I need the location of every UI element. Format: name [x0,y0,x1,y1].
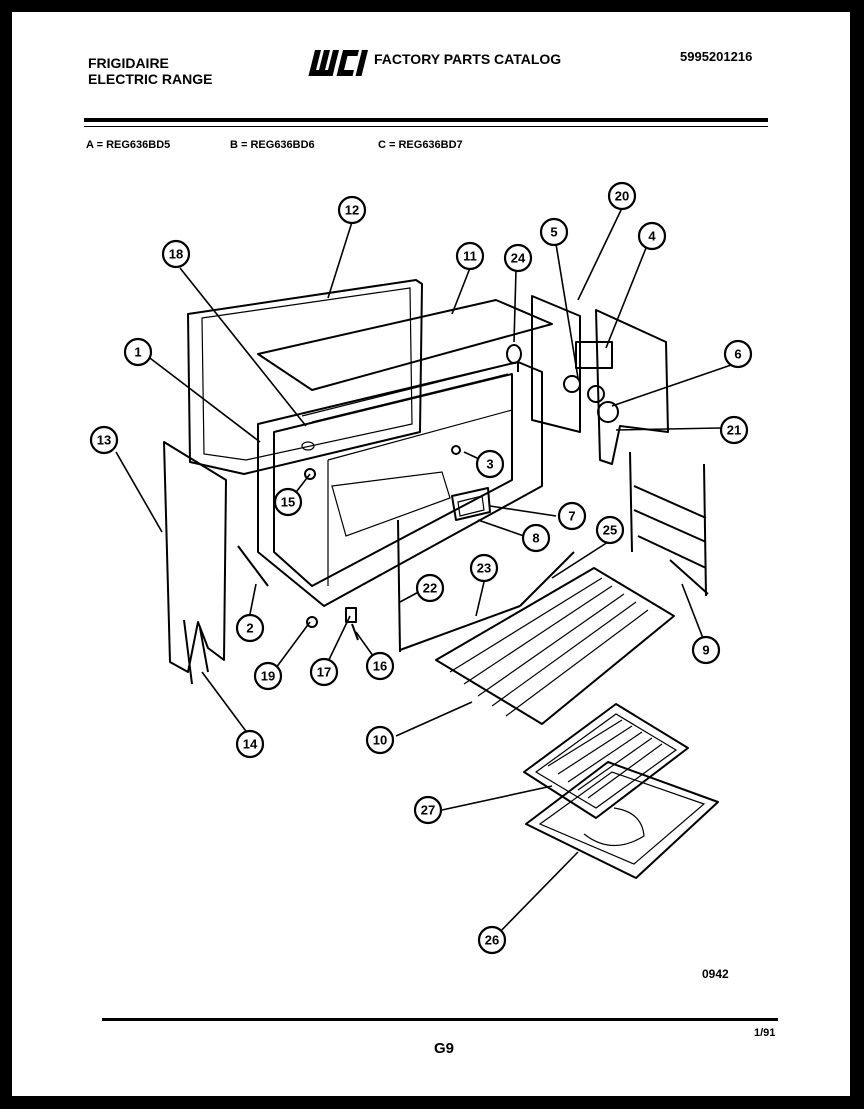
part-trim-bar [237,545,269,587]
part-side-panel [163,441,227,673]
callout-26: 26 [477,925,507,955]
parts-catalog-page: FRIGIDAIRE ELECTRIC RANGE FACTORY PARTS … [12,12,850,1096]
part-back-panel [187,279,423,475]
svg-text:4: 4 [648,229,656,244]
part-screw [451,445,461,455]
svg-text:20: 20 [615,189,629,204]
svg-text:11: 11 [463,249,477,264]
part-side-strip [183,619,209,685]
part-bushing [304,468,316,480]
svg-text:15: 15 [281,495,295,510]
callout-1: 1 [123,337,153,367]
part-clip [345,607,357,623]
product-type: ELECTRIC RANGE [88,71,213,87]
footer-rule [102,1018,778,1021]
callout-8: 8 [521,523,551,553]
svg-text:13: 13 [97,433,111,448]
part-top-panel [257,299,553,391]
svg-text:18: 18 [169,247,183,262]
header-rule [84,118,768,122]
part-bracket [451,487,491,521]
callout-12: 12 [337,195,367,225]
revision-date: 1/91 [754,1027,776,1039]
callout-13: 13 [89,425,119,455]
callout-16: 16 [365,651,395,681]
svg-text:21: 21 [727,423,741,438]
callout-21: 21 [719,415,749,445]
brand-name: FRIGIDAIRE [88,55,169,71]
svg-text:5: 5 [550,225,557,240]
svg-text:3: 3 [486,457,493,472]
callout-9: 9 [691,635,721,665]
part-strip-22 [397,519,401,653]
svg-text:2: 2 [246,621,253,636]
svg-text:7: 7 [568,509,575,524]
part-strip-23 [399,605,521,651]
svg-text:23: 23 [477,561,491,576]
callout-3: 3 [475,449,505,479]
model-b: B = REG636BD6 [230,139,315,151]
wci-logo [308,50,369,76]
callout-4: 4 [637,221,667,251]
brand-block: FRIGIDAIRE ELECTRIC RANGE [88,56,212,88]
svg-text:25: 25 [603,523,617,538]
part-broiler-pan [525,761,719,879]
callout-2: 2 [235,613,265,643]
diagram-code: 0942 [702,967,729,981]
callout-7: 7 [557,501,587,531]
catalog-title: FACTORY PARTS CATALOG [374,51,562,67]
callout-18: 18 [161,239,191,269]
svg-text:10: 10 [373,733,387,748]
svg-text:16: 16 [373,659,387,674]
svg-text:9: 9 [702,643,709,658]
model-a: A = REG636BD5 [86,139,171,151]
part-oven-cavity [257,361,543,607]
svg-text:17: 17 [317,665,331,680]
callout-5: 5 [539,217,569,247]
part-plug [506,344,522,364]
callout-20: 20 [607,181,637,211]
document-number: 5995201216 [680,49,753,64]
svg-text:6: 6 [734,347,741,362]
svg-text:19: 19 [261,669,275,684]
model-c: C = REG636BD7 [378,139,463,151]
leader-lines [115,207,735,941]
callout-15: 15 [273,487,303,517]
callout-27: 27 [413,795,443,825]
part-broiler-grid [523,703,689,819]
callout-23: 23 [469,553,499,583]
svg-text:8: 8 [532,531,539,546]
svg-text:14: 14 [243,737,258,752]
page-number: G9 [434,1040,455,1057]
part-latch [351,623,359,641]
part-right-panel [629,451,709,597]
callout-11: 11 [455,241,485,271]
callout-25: 25 [595,515,625,545]
svg-text:22: 22 [423,581,437,596]
callout-17: 17 [309,657,339,687]
part-nut [306,616,318,628]
header-rule-thin [84,126,768,127]
callout-10: 10 [365,725,395,755]
part-control-bracket [531,295,669,465]
exploded-parts-diagram: 1 2 3 4 5 6 7 8 9 10 11 12 13 14 15 16 1… [89,181,753,955]
callout-6: 6 [723,339,753,369]
callout-24: 24 [503,243,533,273]
part-strip-25 [519,551,575,607]
callout-19: 19 [253,661,283,691]
callout-22: 22 [415,573,445,603]
svg-text:26: 26 [485,933,499,948]
callout-14: 14 [235,729,265,759]
svg-text:24: 24 [511,251,526,266]
svg-text:27: 27 [421,803,435,818]
svg-text:1: 1 [134,345,141,360]
svg-text:12: 12 [345,203,359,218]
part-oven-rack [435,567,675,725]
